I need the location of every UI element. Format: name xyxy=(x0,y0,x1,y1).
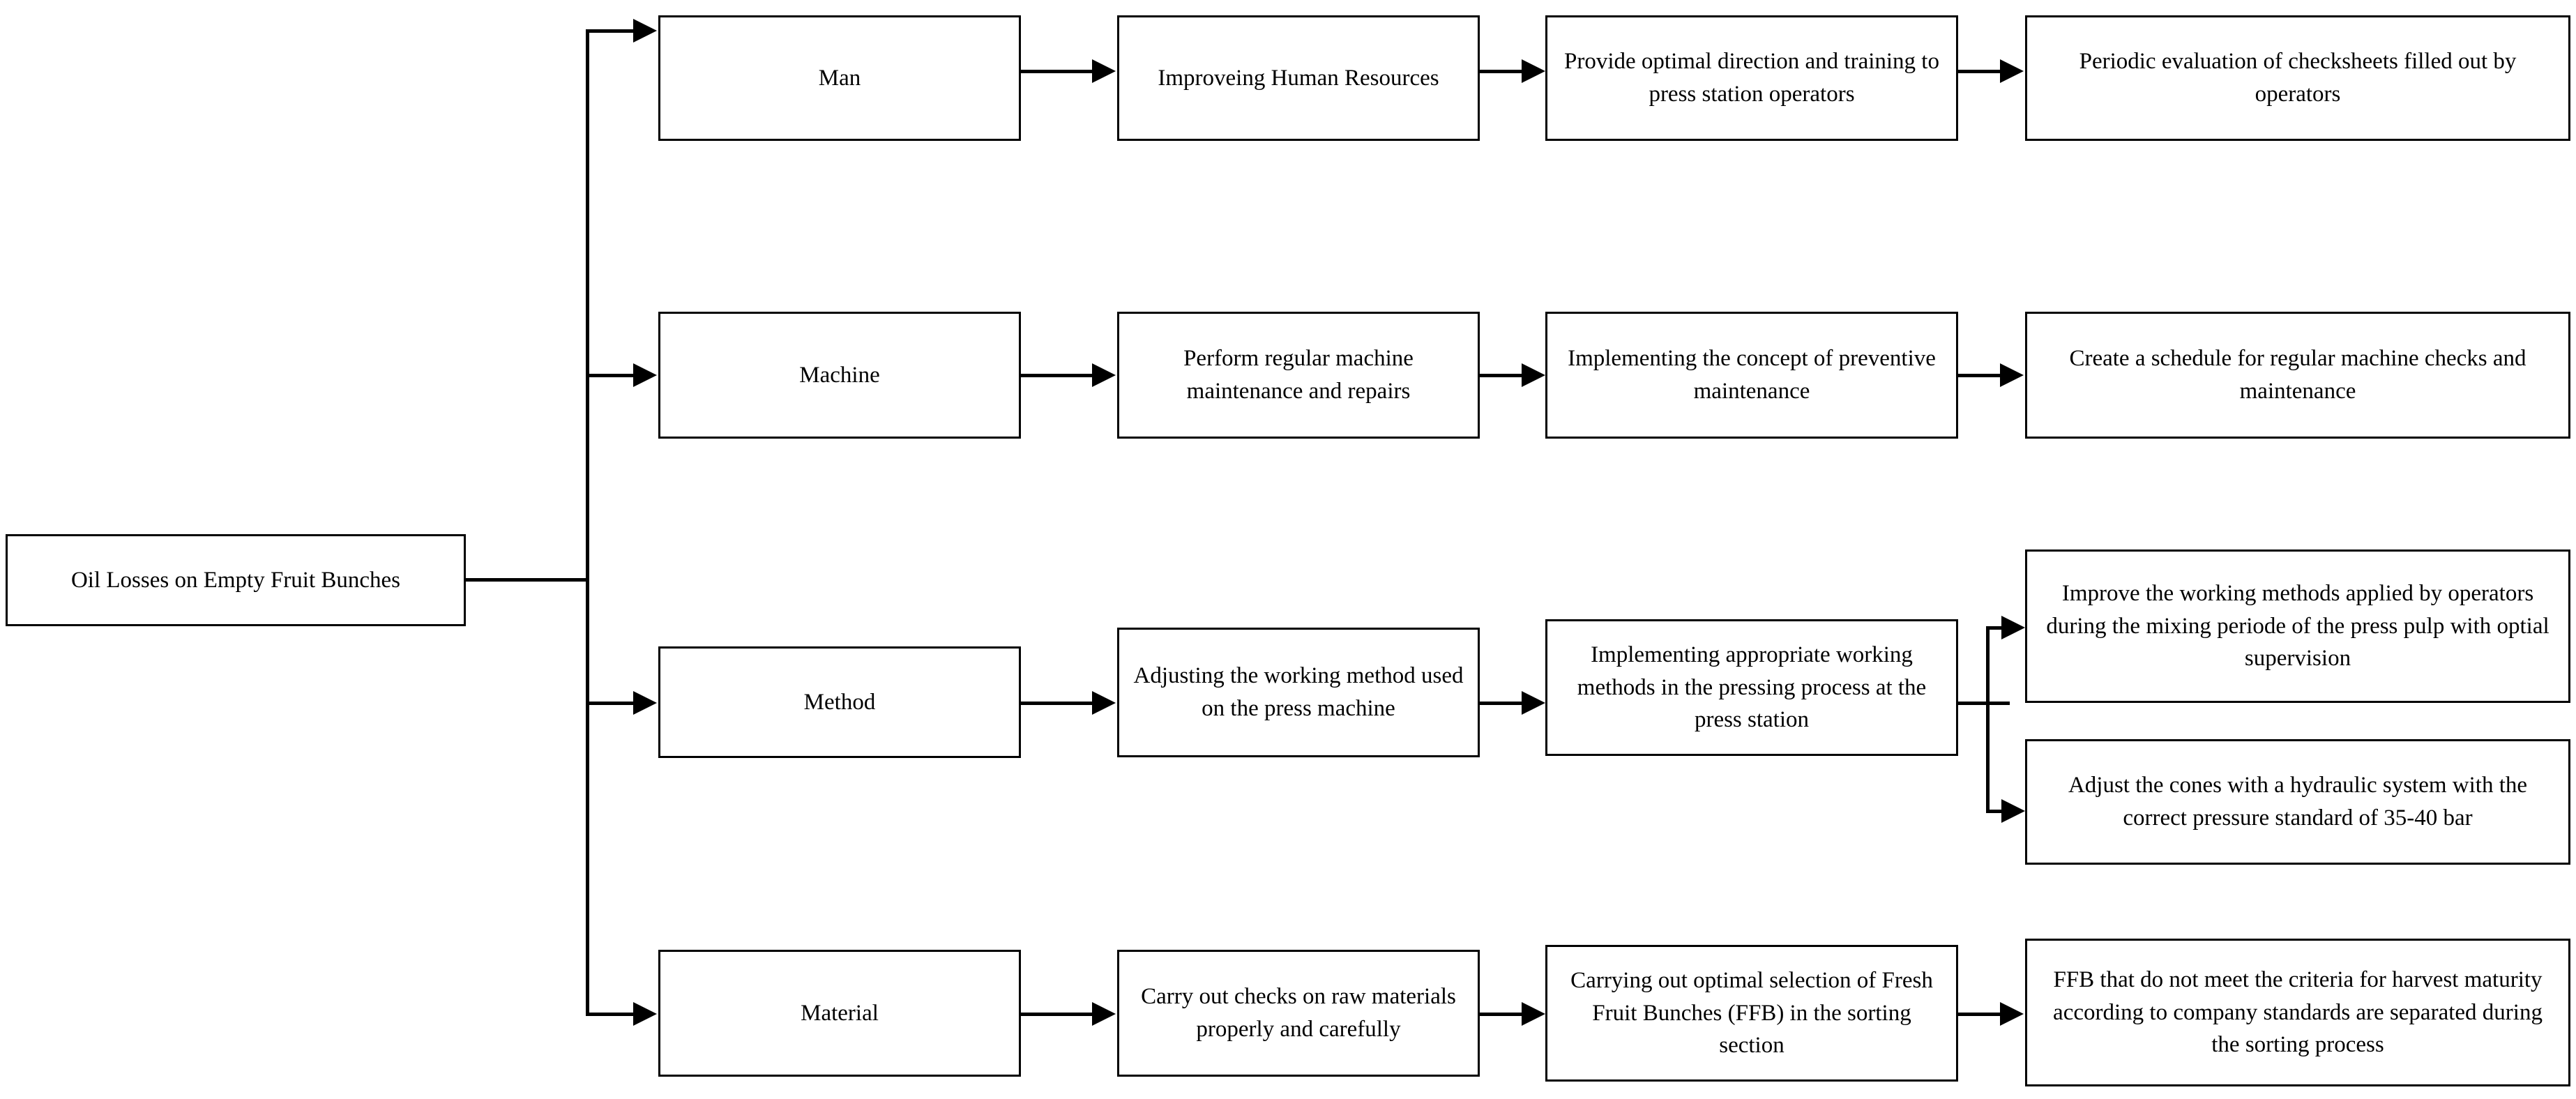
branch-lead-method xyxy=(586,702,636,705)
step-label-method-2: Implementing appropriate working methods… xyxy=(1577,642,1927,733)
connector-man-1 xyxy=(1021,70,1094,73)
category-node-method[interactable]: Method xyxy=(658,646,1021,758)
branch-lead-man xyxy=(586,29,636,33)
step-node-material-3[interactable]: FFB that do not meet the criteria for ha… xyxy=(2025,939,2570,1086)
step-node-material-2[interactable]: Carrying out optimal selection of Fresh … xyxy=(1545,945,1958,1082)
step-node-man-2[interactable]: Provide optimal direction and training t… xyxy=(1545,15,1958,141)
split-lead-method-a xyxy=(1986,626,2010,630)
connector-arrow-machine-1 xyxy=(1092,363,1116,387)
split-trunk-method xyxy=(1986,626,1990,813)
step-node-man-3[interactable]: Periodic evaluation of checksheets fille… xyxy=(2025,15,2570,141)
connector-machine-2 xyxy=(1480,374,1523,377)
root-stub-connector xyxy=(466,578,589,582)
main-trunk-line xyxy=(586,29,589,1016)
connector-man-3 xyxy=(1957,70,2001,73)
connector-arrow-man-2 xyxy=(1522,59,1545,83)
branch-lead-machine xyxy=(586,374,636,377)
step-label-man-3: Periodic evaluation of checksheets fille… xyxy=(2079,49,2517,107)
step-label-material-1: Carry out checks on raw materials proper… xyxy=(1141,984,1456,1042)
connector-material-1 xyxy=(1021,1013,1094,1016)
step-node-method-1[interactable]: Adjusting the working method used on the… xyxy=(1117,628,1480,757)
step-node-machine-2[interactable]: Implementing the concept of preventive m… xyxy=(1545,312,1958,439)
step-label-man-1: Improveing Human Resources xyxy=(1158,65,1439,91)
split-lead-method-b xyxy=(1986,810,2010,813)
step-label-machine-1: Perform regular machine maintenance and … xyxy=(1183,346,1414,404)
connector-method-1 xyxy=(1021,702,1094,705)
root-node[interactable]: Oil Losses on Empty Fruit Bunches xyxy=(6,534,466,626)
step-node-method-3b[interactable]: Adjust the cones with a hydraulic system… xyxy=(2025,739,2570,865)
connector-method-2 xyxy=(1480,702,1523,705)
split-arrow-method-a xyxy=(2001,616,2025,639)
step-label-method-1: Adjusting the working method used on the… xyxy=(1133,663,1464,721)
branch-arrow-man xyxy=(633,19,657,43)
connector-man-2 xyxy=(1480,70,1523,73)
step-node-method-2[interactable]: Implementing appropriate working methods… xyxy=(1545,619,1958,756)
connector-arrow-method-1 xyxy=(1092,691,1116,715)
connector-arrow-material-1 xyxy=(1092,1002,1116,1026)
step-label-method-3b: Adjust the cones with a hydraulic system… xyxy=(2068,773,2528,831)
step-label-machine-3: Create a schedule for regular machine ch… xyxy=(2069,346,2526,404)
split-stub-method xyxy=(1957,702,2010,705)
connector-machine-3 xyxy=(1957,374,2001,377)
step-node-machine-3[interactable]: Create a schedule for regular machine ch… xyxy=(2025,312,2570,439)
category-label-method: Method xyxy=(803,689,876,715)
category-label-material: Material xyxy=(801,1000,879,1026)
branch-lead-material xyxy=(586,1013,636,1016)
root-node-label: Oil Losses on Empty Fruit Bunches xyxy=(70,567,401,593)
connector-arrow-material-2 xyxy=(1522,1002,1545,1026)
category-label-man: Man xyxy=(818,65,861,91)
step-label-material-2: Carrying out optimal selection of Fresh … xyxy=(1570,967,1933,1059)
step-node-material-1[interactable]: Carry out checks on raw materials proper… xyxy=(1117,950,1480,1077)
connector-material-2 xyxy=(1480,1013,1523,1016)
step-label-man-2: Provide optimal direction and training t… xyxy=(1564,49,1939,107)
category-node-machine[interactable]: Machine xyxy=(658,312,1021,439)
connector-arrow-material-3 xyxy=(2000,1002,2024,1026)
connector-machine-1 xyxy=(1021,374,1094,377)
connector-arrow-man-1 xyxy=(1092,59,1116,83)
step-label-method-3a: Improve the working methods applied by o… xyxy=(2046,580,2550,672)
branch-arrow-material xyxy=(633,1002,657,1026)
split-arrow-method-b xyxy=(2001,799,2025,823)
step-node-machine-1[interactable]: Perform regular machine maintenance and … xyxy=(1117,312,1480,439)
step-label-material-3: FFB that do not meet the criteria for ha… xyxy=(2053,967,2543,1058)
connector-arrow-machine-3 xyxy=(2000,363,2024,387)
step-label-machine-2: Implementing the concept of preventive m… xyxy=(1568,346,1936,404)
connector-arrow-machine-2 xyxy=(1522,363,1545,387)
branch-arrow-machine xyxy=(633,363,657,387)
connector-arrow-man-3 xyxy=(2000,59,2024,83)
step-node-man-1[interactable]: Improveing Human Resources xyxy=(1117,15,1480,141)
category-node-material[interactable]: Material xyxy=(658,950,1021,1077)
step-node-method-3a[interactable]: Improve the working methods applied by o… xyxy=(2025,550,2570,703)
connector-material-3 xyxy=(1957,1013,2001,1016)
branch-arrow-method xyxy=(633,691,657,715)
category-node-man[interactable]: Man xyxy=(658,15,1021,141)
connector-arrow-method-2 xyxy=(1522,691,1545,715)
category-label-machine: Machine xyxy=(799,362,880,388)
